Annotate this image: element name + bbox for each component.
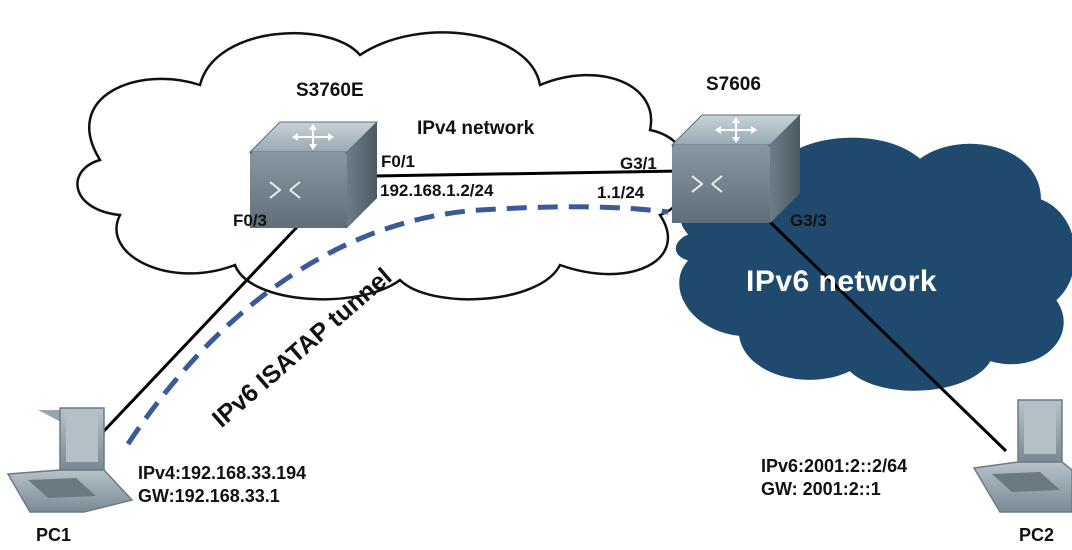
s7606-pc-port-label: G3/3 (790, 211, 827, 230)
pc2-info: IPv6:2001:2::2/64 GW: 2001:2::1 (761, 455, 907, 501)
pc1-ipv4-address: IPv4:192.168.33.194 (138, 463, 307, 483)
pc1-laptop-icon (6, 407, 134, 513)
link-s3760e-s7606 (374, 169, 681, 178)
ipv4-cloud (76, 31, 691, 301)
ipv6-network-label: IPv6 network (746, 265, 938, 298)
pc2-label: PC2 (1019, 525, 1055, 545)
s3760e-uplink-port-label: F0/1 (381, 152, 416, 171)
pc1-gateway: GW:192.168.33.1 (138, 486, 280, 506)
s3760e-pc-port-label: F0/3 (233, 211, 268, 230)
switch-s7606-icon (670, 114, 802, 223)
s7606-ip-label: 1.1/24 (597, 183, 645, 202)
switch-s3760e-icon (248, 121, 379, 228)
switch-s7606-label: S7606 (706, 74, 761, 95)
pc1-info: IPv4:192.168.33.194 GW:192.168.33.1 (138, 462, 306, 508)
pc1-label: PC1 (36, 525, 72, 545)
s7606-uplink-port-label: G3/1 (620, 154, 657, 173)
link-pc1-s3760e (101, 224, 300, 434)
ipv4-network-label: IPv4 network (417, 118, 535, 139)
links (101, 169, 1008, 453)
s3760e-ip-label: 192.168.1.2/24 (380, 181, 494, 200)
pc2-laptop-icon (972, 399, 1072, 513)
isatap-tunnel-path (125, 204, 669, 446)
link-pc2-s7606 (768, 220, 1008, 453)
pc2-gateway: GW: 2001:2::1 (761, 479, 881, 499)
switch-s3760e-label: S3760E (296, 80, 364, 101)
pc2-ipv6-address: IPv6:2001:2::2/64 (761, 456, 908, 476)
